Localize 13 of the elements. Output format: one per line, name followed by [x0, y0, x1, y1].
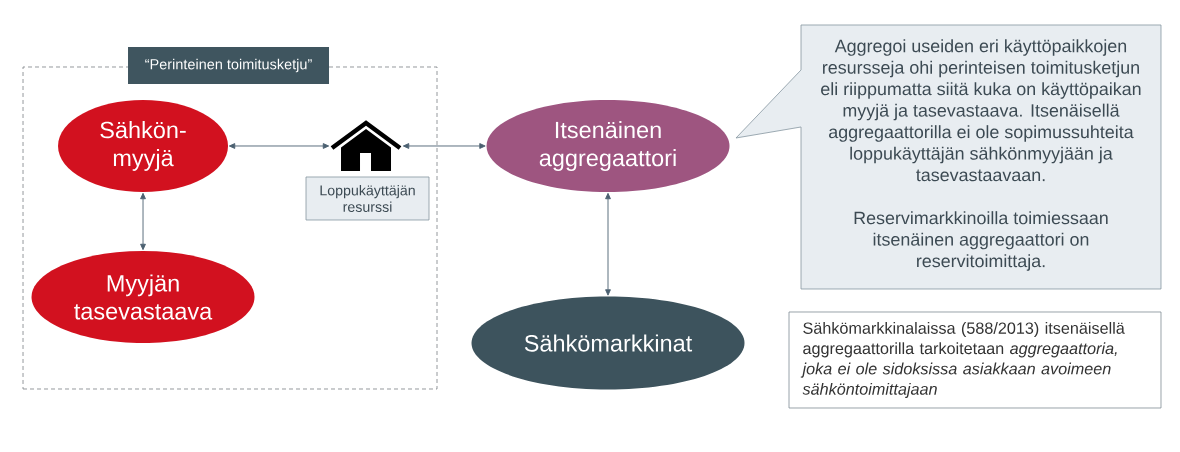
- note-box: Sähkömarkkinalaissa (588/2013) itsenäisellä aggregaattorilla tarkoitetaan aggregaattoria, joka ei ole sidoksissa asiakkaan avoimeen sähköntoimittajaan: [788, 311, 1162, 409]
- heading-tab: “Perinteinen toimitusketju”: [128, 47, 329, 84]
- speech-bubble: Aggregoi useiden eri käyttöpaikkojen resursseja ohi perinteisen toimitusketjun eli riippumatta siitä kuka on käyttöpaikan myyjä ja tasevastaava. Itsenäisellä aggregaattorilla ei ole sopimussuhteita loppukäyttäjän sähkönmyyjään ja tasevastaavaan. Reservimarkkinoilla toimiessaan itsenäinen aggregaattori on reservitoimittaja.: [735, 24, 1162, 290]
- double-arrow: [228, 143, 330, 149]
- house-icon: [330, 120, 402, 171]
- ellipse-node: Itsenäinen aggregaattori: [486, 100, 730, 192]
- double-arrow: [140, 192, 146, 251]
- ellipse-node: Sähkömarkkinat: [471, 296, 745, 390]
- double-arrow: [605, 192, 611, 296]
- ellipse-node: Myyjän tasevastaava: [31, 251, 255, 343]
- double-arrow: [402, 143, 486, 149]
- label-box: Loppukäyttäjän resurssi: [305, 176, 430, 221]
- ellipse-node: Sähkön- myyjä: [58, 100, 228, 192]
